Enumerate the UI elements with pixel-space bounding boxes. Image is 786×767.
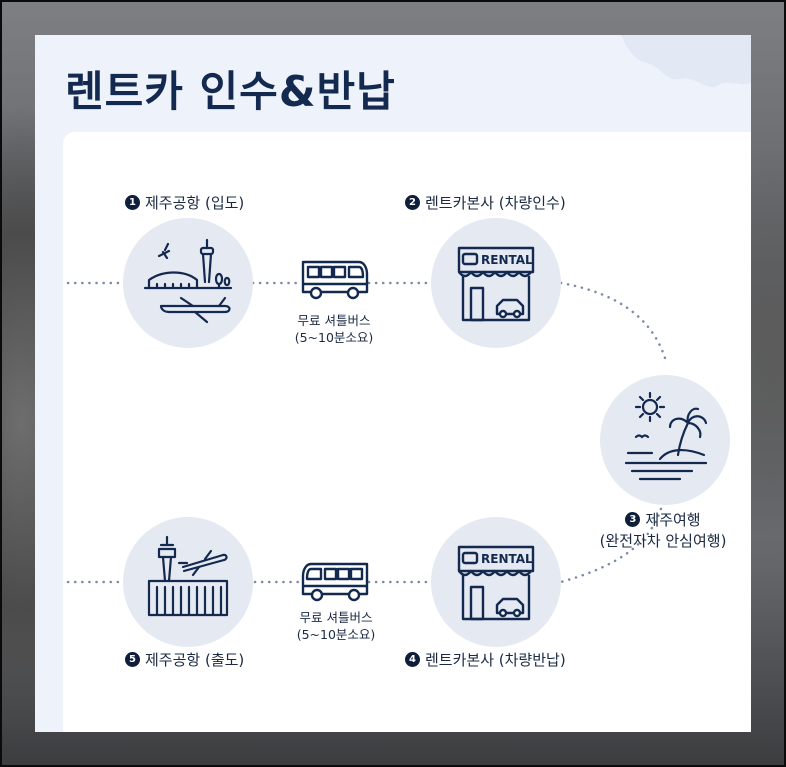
- bus-icon: [301, 260, 369, 300]
- step-3-number: 3: [625, 512, 641, 527]
- step-5-circle: [123, 517, 253, 647]
- step-5-number: 5: [125, 652, 140, 667]
- step-5-text: 제주공항 (출도): [145, 651, 245, 669]
- shuttle-1-caption: 무료 셔틀버스 (5~10분소요): [284, 312, 384, 346]
- shuttle-1-line2: (5~10분소요): [294, 330, 374, 345]
- step-4-circle: RENTAL: [431, 517, 561, 647]
- rental-office-icon: RENTAL: [457, 545, 535, 621]
- step-1-label: 1 제주공항 (입도): [125, 192, 244, 213]
- step-1-number: 1: [125, 195, 140, 210]
- step-4-label: 4 렌트카본사 (차량반납): [405, 649, 566, 670]
- step-3-subtext: (완전자차 안심여행): [599, 532, 727, 550]
- rental-sign-2: RENTAL: [481, 552, 533, 566]
- step-2-label: 2 렌트카본사 (차량인수): [405, 192, 566, 213]
- beach-icon: [624, 391, 708, 481]
- step-3-circle: [600, 375, 730, 505]
- step-5-label: 5 제주공항 (출도): [125, 649, 244, 670]
- step-2-text: 렌트카본사 (차량인수): [425, 194, 566, 212]
- process-card: 1 제주공항 (입도): [63, 132, 751, 732]
- page-title: 렌트카 인수&반납: [65, 67, 396, 116]
- shuttle-2-line1: 무료 셔틀버스: [299, 610, 373, 625]
- bus-icon: [301, 562, 369, 602]
- shuttle-2-caption: 무료 셔틀버스 (5~10분소요): [286, 609, 386, 643]
- step-3-label: 3 제주여행 (완전자차 안심여행): [588, 509, 738, 551]
- airport-terminal-icon: [143, 238, 233, 324]
- step-4-number: 4: [405, 652, 420, 667]
- step-1-text: 제주공항 (입도): [145, 194, 245, 212]
- shuttle-1-line1: 무료 셔틀버스: [297, 313, 371, 328]
- step-2-circle: RENTAL: [431, 218, 561, 348]
- info-panel: 렌트카 인수&반납 1 제주공항 (입도): [35, 35, 751, 732]
- step-2-number: 2: [405, 195, 420, 210]
- rental-office-icon: RENTAL: [457, 246, 535, 322]
- shuttle-2-line2: (5~10분소요): [296, 627, 376, 642]
- step-3-text: 제주여행: [645, 511, 701, 529]
- step-1-circle: [123, 218, 253, 348]
- step-4-text: 렌트카본사 (차량반납): [425, 651, 566, 669]
- map-decoration: [621, 35, 751, 88]
- rental-sign-1: RENTAL: [481, 253, 533, 267]
- control-tower-icon: [147, 535, 229, 617]
